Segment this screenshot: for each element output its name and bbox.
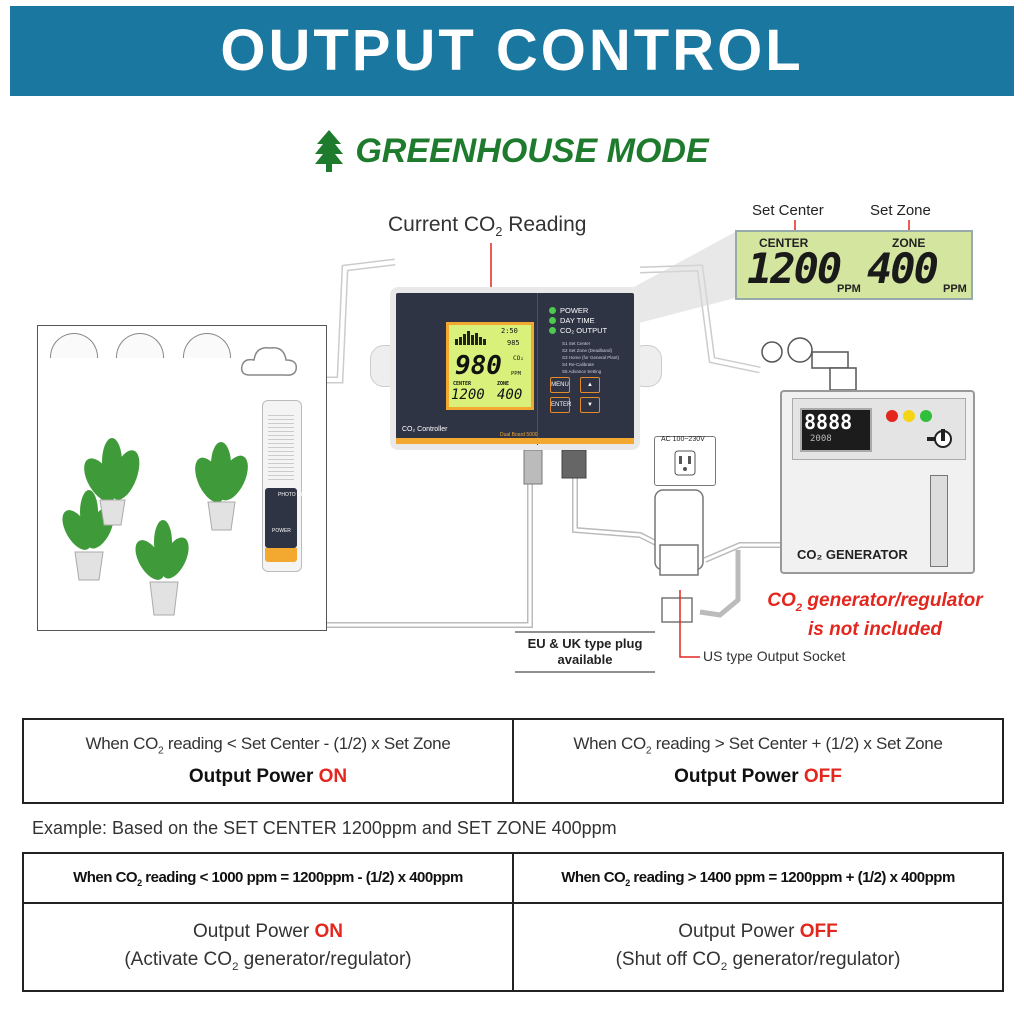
lcd-reading: 980 bbox=[455, 351, 502, 381]
indicator-power: POWER bbox=[560, 306, 589, 315]
sensor-stripe bbox=[265, 548, 297, 562]
lcd-zone-value: 400 bbox=[497, 387, 523, 403]
up-button[interactable]: ▲ bbox=[580, 377, 600, 393]
photo-cell-label: PHOTO CELL bbox=[278, 492, 310, 498]
rule-table: When CO2 reading < Set Center - (1/2) x … bbox=[22, 718, 1004, 804]
lcd-zone-label: ZONE bbox=[497, 381, 510, 387]
menu-item-s4: S4 Re-Calibrate bbox=[562, 362, 595, 367]
lcd-time: 2:50 bbox=[501, 327, 518, 335]
rule-on-condition: When CO2 reading < Set Center - (1/2) x … bbox=[85, 733, 451, 757]
lcd-co2: CO₂ bbox=[513, 355, 524, 362]
us-socket-label: US type Output Socket bbox=[703, 648, 846, 664]
cloud-icon bbox=[240, 347, 298, 376]
yellow-led-icon bbox=[903, 410, 915, 422]
generator-sub-digits: 2008 bbox=[810, 434, 832, 444]
controller-divider bbox=[537, 293, 538, 445]
daytime-led-icon bbox=[549, 317, 556, 324]
title-banner: OUTPUT CONTROL bbox=[10, 6, 1014, 96]
zoom-center-label: CENTER bbox=[759, 236, 809, 250]
menu-item-s2: S2 Set Zone (Deadband) bbox=[562, 348, 613, 353]
banner-title: OUTPUT CONTROL bbox=[220, 18, 804, 83]
lcd-histogram bbox=[455, 331, 486, 345]
lcd-small-value: 985 bbox=[507, 339, 520, 347]
zoomed-lcd: CENTER ZONE 1200 PPM 400 PPM bbox=[735, 230, 973, 300]
enter-button[interactable]: ENTER bbox=[550, 397, 571, 413]
zoom-zone-label: ZONE bbox=[892, 236, 926, 250]
generator-digits: 8888 bbox=[804, 410, 853, 434]
tree-icon bbox=[315, 130, 344, 172]
indicator-daytime: DAY TIME bbox=[560, 316, 595, 325]
rule-on-output: Output Power ON bbox=[188, 766, 348, 788]
not-included-note: CO2 generator/regulator is not included bbox=[767, 590, 983, 640]
example-on-result: Output Power ON (Activate CO2 generator/… bbox=[22, 902, 514, 992]
down-button[interactable]: ▼ bbox=[580, 397, 600, 413]
example-text: Example: Based on the SET CENTER 1200ppm… bbox=[32, 818, 617, 838]
menu-item-s1: S1 Set Center bbox=[562, 341, 591, 346]
knob-icon bbox=[927, 429, 952, 448]
controller-name: CO₂ Controller bbox=[402, 426, 448, 433]
menu-item-s5: S5 Advance Setting bbox=[562, 369, 602, 374]
sensor-face bbox=[265, 488, 297, 548]
green-led-icon bbox=[920, 410, 932, 422]
lcd-center-value: 1200 bbox=[451, 387, 485, 403]
wall-socket bbox=[654, 436, 716, 486]
controller-lcd: 2:50 985 980 CO₂ PPM CENTER ZONE 1200 40… bbox=[446, 322, 534, 410]
menu-button[interactable]: MENU bbox=[550, 377, 570, 393]
lcd-ppm: PPM bbox=[511, 371, 521, 377]
generator-display bbox=[800, 408, 872, 452]
current-reading-label: Current CO2 Reading bbox=[388, 213, 587, 240]
plants-icon bbox=[62, 438, 248, 616]
example-off-result: Output Power OFF (Shut off CO2 generator… bbox=[512, 902, 1004, 992]
set-center-label: Set Center bbox=[752, 202, 824, 219]
eu-uk-plug-note: EU & UK type plug available bbox=[527, 636, 643, 667]
zoom-center-value: 1200 bbox=[747, 244, 842, 293]
example-table: When CO2 reading < 1000 ppm = 1200ppm - … bbox=[22, 852, 1004, 992]
sensor-power-label: POWER bbox=[272, 528, 291, 534]
lcd-center-label: CENTER bbox=[453, 381, 472, 387]
menu-item-s3: S3 Home (for General Plant) bbox=[562, 355, 620, 360]
controller-stripe bbox=[396, 438, 634, 444]
socket-voltage-label: AC 100~230V bbox=[661, 436, 705, 443]
indicator-co2-output: CO₂ OUTPUT bbox=[560, 326, 608, 335]
mode-label: GREENHOUSE MODE bbox=[355, 131, 709, 170]
outlet-icon bbox=[674, 450, 696, 476]
zoom-zone-unit: PPM bbox=[943, 283, 967, 295]
zoom-center-unit: PPM bbox=[837, 283, 861, 295]
rule-off-cell: When CO2 reading > Set Center + (1/2) x … bbox=[512, 718, 1004, 804]
rule-off-condition: When CO2 reading > Set Center + (1/2) x … bbox=[573, 733, 943, 757]
mode-heading: GREENHOUSE MODE bbox=[0, 126, 1024, 176]
sensor-grill bbox=[268, 412, 294, 482]
red-led-icon bbox=[886, 410, 898, 422]
rule-off-output: Output Power OFF bbox=[674, 766, 842, 788]
set-zone-label: Set Zone bbox=[870, 202, 931, 219]
zoom-zone-value: 400 bbox=[867, 244, 939, 293]
example-on-condition: When CO2 reading < 1000 ppm = 1200ppm - … bbox=[22, 852, 514, 904]
power-led-icon bbox=[549, 307, 556, 314]
generator-flowmeter bbox=[930, 475, 948, 567]
generator-label: CO₂ GENERATOR bbox=[797, 547, 908, 562]
rule-on-cell: When CO2 reading < Set Center - (1/2) x … bbox=[22, 718, 514, 804]
example-off-condition: When CO2 reading > 1400 ppm = 1200ppm + … bbox=[512, 852, 1004, 904]
output-led-icon bbox=[549, 327, 556, 334]
controller-model: Dual Board 5000 bbox=[500, 432, 538, 438]
